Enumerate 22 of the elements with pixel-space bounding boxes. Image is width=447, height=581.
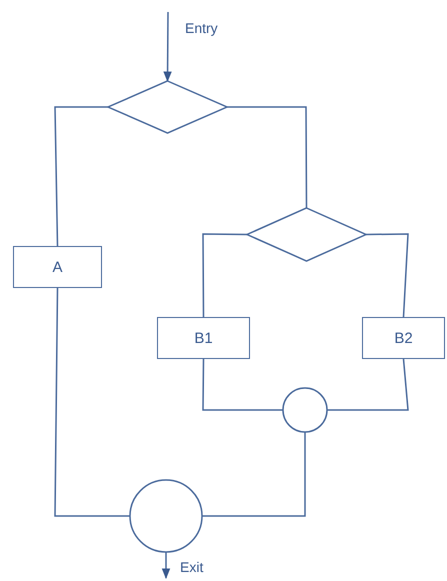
edge-label: Exit [180, 559, 204, 575]
connector-circle [130, 480, 202, 552]
arrow [163, 12, 172, 82]
box-label: B2 [394, 330, 413, 346]
connector-line [54, 106, 108, 246]
decision-diamond [247, 208, 366, 261]
process-box [362, 317, 445, 359]
box-label: A [52, 258, 62, 276]
connector-line [327, 358, 409, 411]
process-box [13, 246, 102, 288]
connector-line [54, 288, 130, 517]
arrow [162, 552, 170, 580]
edge-label: Entry [185, 20, 218, 36]
connector-line [202, 233, 247, 317]
connector-line [227, 106, 308, 208]
process-box [157, 317, 250, 359]
decision-diamond [108, 81, 227, 133]
box-label: B1 [194, 330, 213, 346]
connector-line [202, 359, 283, 411]
connector-line [202, 432, 306, 517]
connector-line [366, 233, 409, 318]
connector-circle [283, 388, 327, 432]
